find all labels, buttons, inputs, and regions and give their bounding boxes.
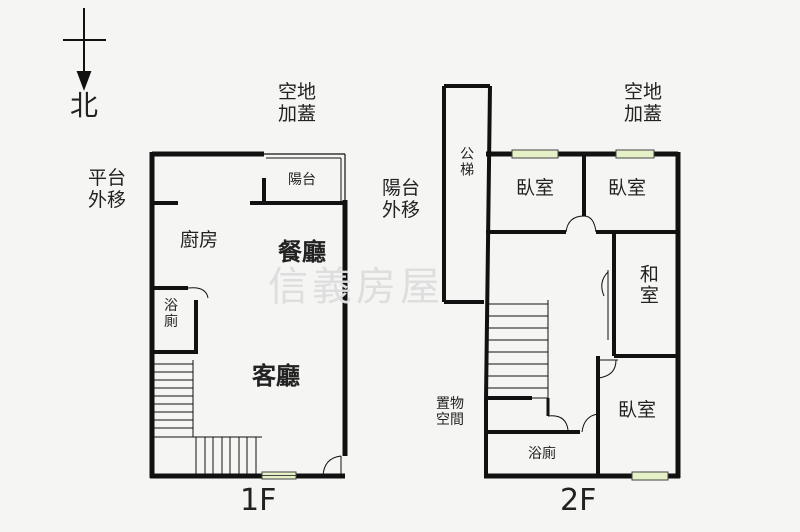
floor2-stair-label: 公梯 [458,146,475,178]
floor2-plan [442,84,681,481]
floor1-kitchen-label: 廚房 [180,229,219,251]
floor2-note-roof-line1: 空地 [624,81,663,103]
compass-icon [63,8,106,91]
watermark: 信義房屋 [268,264,444,310]
floor1-bath-label: 浴 廁 [164,298,178,330]
floor1-living-label: 客廳 [252,361,300,390]
floor1-plan [149,151,348,480]
floor2-bath-label: 浴廁 [528,446,556,462]
floor1-stairs [154,360,262,474]
floor1-dining-label: 餐廳 [278,237,326,266]
floor2-storage-line2: 空間 [436,412,464,429]
floor2-caption: 2F [560,483,597,518]
floor1-note-platform-line1: 平台 [88,167,127,189]
floor2-note-balcony-line1: 陽台 [382,177,421,199]
floor2-japanese-label: 和室 [636,264,659,306]
floor1-note-roof-line1: 空地 [278,81,317,103]
floor2-note-roof-line2: 加蓋 [624,102,663,125]
floor1-balcony-label: 陽台 [288,172,316,188]
floor2-bedroom1-label: 臥室 [516,177,555,199]
floor1-note-platform-line2: 外移 [88,188,127,211]
floor2-storage-line1: 置物 [436,396,464,412]
floor2-bedroom3-label: 臥室 [618,399,657,421]
floor1-note-roof: 空地 加蓋 [278,81,317,126]
floor1-note-roof-line2: 加蓋 [278,102,317,125]
floor1-bath-line2: 廁 [164,314,178,331]
floor1-note-platform: 平台 外移 [88,167,127,212]
floor2-note-balcony-line2: 外移 [382,198,421,221]
floor1-caption: 1F [240,483,277,518]
floor2-stairs [488,300,549,399]
floor2-storage-label: 置物 空間 [436,396,464,428]
floor1-bath-line1: 浴 [164,298,178,314]
north-label: 北 [70,89,99,122]
floor2-bedroom2-label: 臥室 [608,177,647,199]
floor2-note-roof: 空地 加蓋 [624,81,663,126]
floor2-note-balcony: 陽台 外移 [382,177,421,222]
